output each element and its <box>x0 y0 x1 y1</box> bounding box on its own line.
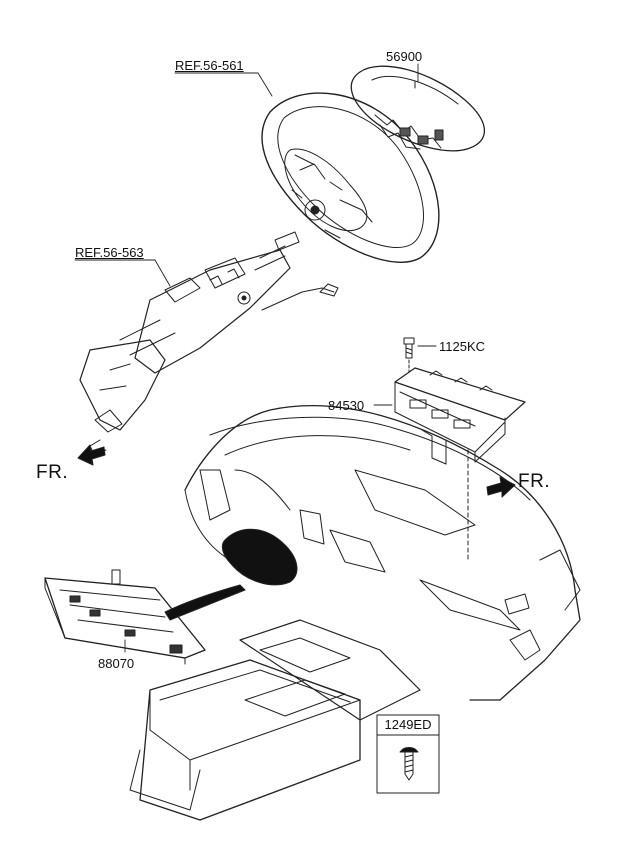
ref-label-steering-wheel[interactable]: REF.56-561 <box>175 58 244 73</box>
passenger-airbag <box>394 367 526 561</box>
switch-module <box>44 569 246 665</box>
front-arrow-right <box>486 476 516 498</box>
dashboard <box>129 405 581 821</box>
part-label-bolt[interactable]: 1125KC <box>439 339 486 354</box>
front-label-right: FR. <box>518 471 551 492</box>
bolt-1125kc <box>403 337 415 373</box>
front-label-left: FR. <box>36 462 69 483</box>
part-label-switch-module[interactable]: 88070 <box>98 656 135 671</box>
part-label-screw[interactable]: 1249ED <box>384 717 432 732</box>
part-label-driver-airbag[interactable]: 56900 <box>386 49 423 64</box>
front-arrow-left <box>77 444 106 466</box>
steering-column <box>79 231 339 455</box>
screw-box <box>376 714 440 794</box>
steering-wheel <box>261 92 440 263</box>
ref-label-steering-column[interactable]: REF.56-563 <box>75 245 144 260</box>
part-label-passenger-airbag[interactable]: 84530 <box>328 398 365 413</box>
driver-airbag <box>350 65 486 152</box>
leader-lines <box>74 63 437 653</box>
